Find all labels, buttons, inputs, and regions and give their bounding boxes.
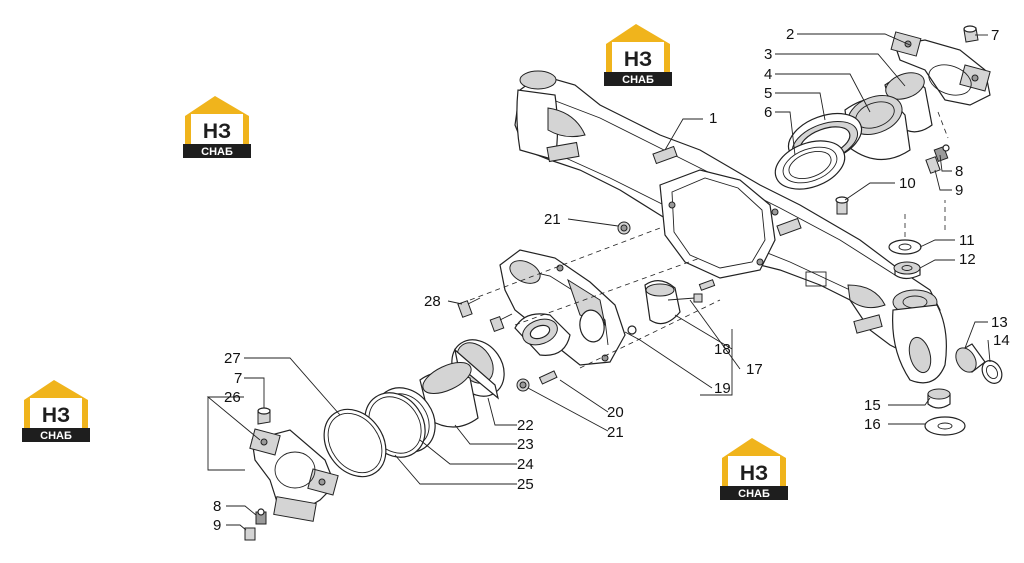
plug-21-bottom xyxy=(516,378,530,392)
bolt-28-a xyxy=(457,297,481,318)
label-1: 1 xyxy=(709,110,717,127)
logo-bar xyxy=(720,486,788,500)
logo-bar xyxy=(183,144,251,158)
label-20: 20 xyxy=(607,404,624,421)
logo-bottom-right: НЗ СНАБ xyxy=(720,438,788,500)
pin-20 xyxy=(538,370,558,385)
logo-small-text: СНАБ xyxy=(738,488,770,500)
bolt-28-b xyxy=(489,313,513,332)
label-11: 11 xyxy=(959,232,975,249)
logo-panel xyxy=(30,398,82,428)
washer-16 xyxy=(924,416,966,436)
logo-panel xyxy=(612,42,664,72)
bolt-7-top xyxy=(963,25,979,43)
logo-big-text: НЗ xyxy=(42,404,70,427)
label-5: 5 xyxy=(764,85,772,102)
label-9-right: 9 xyxy=(955,182,963,199)
pin-19 xyxy=(698,279,716,291)
axle-housing xyxy=(514,70,947,384)
washer-11 xyxy=(888,239,922,255)
differential-carrier xyxy=(499,249,626,366)
label-3: 3 xyxy=(764,46,772,63)
label-14: 14 xyxy=(993,332,1010,349)
callout-labels: 1 2 3 4 5 6 7 8 9 10 11 12 13 14 15 16 1… xyxy=(213,26,1010,534)
grease-fitting-8-right xyxy=(933,144,950,162)
bushing-13 xyxy=(955,343,986,373)
label-26: 26 xyxy=(224,389,241,406)
label-4: 4 xyxy=(764,66,772,83)
label-25: 25 xyxy=(517,476,534,493)
logo-small-text: СНАБ xyxy=(622,74,654,86)
label-16: 16 xyxy=(864,416,881,433)
label-12: 12 xyxy=(959,251,976,268)
label-21-top: 21 xyxy=(544,211,561,228)
label-22: 22 xyxy=(517,417,534,434)
bolt-7-left xyxy=(257,407,271,425)
logo-small-text: СНАБ xyxy=(40,430,72,442)
breather-10 xyxy=(835,196,849,215)
leader-lines xyxy=(206,33,991,531)
logo-big-text: НЗ xyxy=(203,120,231,143)
label-6: 6 xyxy=(764,104,772,121)
bearing-cap-18 xyxy=(644,280,681,325)
label-19: 19 xyxy=(714,380,731,397)
o-ring-27 xyxy=(323,408,387,478)
bushing-15 xyxy=(927,388,951,409)
label-13: 13 xyxy=(991,314,1008,331)
label-28: 28 xyxy=(424,293,441,310)
plug-21-top xyxy=(617,221,631,235)
label-18: 18 xyxy=(714,341,731,358)
label-10: 10 xyxy=(899,175,916,192)
label-21-bottom: 21 xyxy=(607,424,624,441)
label-8-left: 8 xyxy=(213,498,221,515)
bolt-17 xyxy=(667,293,703,303)
label-27: 27 xyxy=(224,350,241,367)
label-9-left: 9 xyxy=(213,517,221,534)
ring-14 xyxy=(981,360,1003,384)
logo-bar xyxy=(604,72,672,86)
washer-near-carrier xyxy=(627,325,637,335)
seal-6 xyxy=(774,140,846,190)
bushing-12 xyxy=(893,261,921,280)
logo-panel xyxy=(191,114,243,144)
logo-top-center: НЗ СНАБ xyxy=(604,24,672,86)
logo-small-text: СНАБ xyxy=(201,146,233,158)
bushing-4 xyxy=(844,95,911,161)
bushing-23 xyxy=(419,362,479,428)
fitting-9-left xyxy=(244,527,256,541)
label-15: 15 xyxy=(864,397,881,414)
bearing-bracket-left xyxy=(249,428,339,522)
logo-top-left: НЗ СНАБ xyxy=(183,96,251,158)
grease-fitting-8-left xyxy=(255,508,267,525)
label-7-top: 7 xyxy=(991,27,999,44)
logo-big-text: НЗ xyxy=(624,48,652,71)
assembly-lines xyxy=(469,111,949,369)
logo-big-text: НЗ xyxy=(740,462,768,485)
label-23: 23 xyxy=(517,436,534,453)
label-24: 24 xyxy=(517,456,534,473)
logo-bar xyxy=(22,428,90,442)
label-7-left: 7 xyxy=(234,370,242,387)
label-17: 17 xyxy=(746,361,763,378)
logo-panel xyxy=(728,456,780,486)
label-8-right: 8 xyxy=(955,163,963,180)
label-2: 2 xyxy=(786,26,794,43)
logo-bottom-left: НЗ СНАБ xyxy=(22,380,90,442)
